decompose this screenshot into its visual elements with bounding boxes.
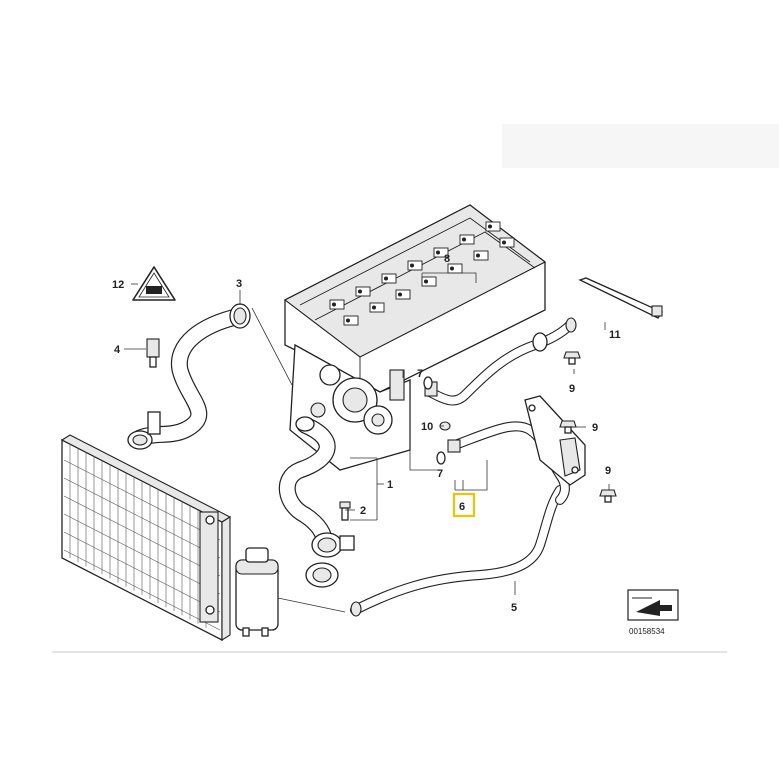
callout-6[interactable]: 6 xyxy=(459,501,465,513)
cam-cap-bolt xyxy=(476,253,480,258)
radiator-core-line xyxy=(63,495,221,577)
callout-5[interactable]: 5 xyxy=(511,602,517,614)
radiator-core-line xyxy=(63,477,221,559)
callout-10[interactable]: 10 xyxy=(421,421,433,433)
o-ring xyxy=(436,451,446,465)
temperature-sensor xyxy=(146,338,160,368)
cam-cap xyxy=(395,289,411,300)
expansion-tank xyxy=(235,547,279,637)
callout-9a[interactable]: 9 xyxy=(569,383,575,395)
cam-cap-bolt xyxy=(436,250,440,255)
cam-cap xyxy=(485,221,501,232)
cam-cap-bolt xyxy=(358,289,362,294)
cam-cap xyxy=(369,302,385,313)
cam-cap-bolt xyxy=(462,237,466,242)
engine-cylinder-head xyxy=(283,204,547,471)
cam-cap-bolt xyxy=(398,292,402,297)
cam-cap xyxy=(407,260,423,271)
coolant-hose-8 xyxy=(424,317,577,406)
highlight-box xyxy=(452,492,476,518)
cam-cap xyxy=(329,299,345,310)
cam-cap-bolt xyxy=(332,302,336,307)
callout-11[interactable]: 11 xyxy=(609,329,621,341)
cam-cap-bolt xyxy=(384,276,388,281)
cam-cap xyxy=(499,237,515,248)
callout-9b[interactable]: 9 xyxy=(592,422,598,434)
callout-3[interactable]: 3 xyxy=(236,278,242,290)
cam-cap-bolt xyxy=(410,263,414,268)
radiator xyxy=(60,434,232,642)
callout-8[interactable]: 8 xyxy=(444,253,450,265)
mounting-bracket xyxy=(524,395,586,486)
cam-cap xyxy=(473,250,489,261)
callout-7b[interactable]: 7 xyxy=(437,468,443,480)
leader-lines xyxy=(124,266,610,613)
view-direction-icon xyxy=(627,589,679,621)
cam-cap-bolt xyxy=(502,240,506,245)
upper-radiator-hose xyxy=(127,303,251,450)
coolant-hose-5 xyxy=(350,485,565,617)
callout-4[interactable]: 4 xyxy=(114,344,121,356)
cam-cap xyxy=(433,247,449,258)
cable-tie xyxy=(578,277,663,319)
callout-12[interactable]: 12 xyxy=(112,279,124,291)
callout-9c[interactable]: 9 xyxy=(605,465,611,477)
callout-1[interactable]: 1 xyxy=(387,479,393,491)
cam-cap xyxy=(381,273,397,284)
radiator-core-line xyxy=(63,513,221,595)
cam-cap-bolt xyxy=(346,318,350,323)
callout-2[interactable]: 2 xyxy=(360,505,366,517)
cam-cap-bolt xyxy=(450,266,454,271)
screw xyxy=(599,489,617,503)
cam-cap xyxy=(355,286,371,297)
lower-radiator-hose xyxy=(278,416,355,588)
radiator-core-line xyxy=(63,459,221,541)
reference-number: 00158534 xyxy=(629,627,665,636)
radiator-core-line xyxy=(63,549,221,631)
cam-cap xyxy=(459,234,475,245)
bolt xyxy=(339,501,351,521)
cam-cap-bolt xyxy=(372,305,376,310)
warning-label xyxy=(132,266,176,301)
screw xyxy=(563,351,581,365)
cam-cap xyxy=(343,315,359,326)
background-panel xyxy=(502,124,779,168)
cam-cap-bolt xyxy=(488,224,492,229)
cam-cap-bolt xyxy=(424,279,428,284)
o-ring xyxy=(423,376,433,390)
callout-7a[interactable]: 7 xyxy=(417,368,423,380)
radiator-core-line xyxy=(63,531,221,613)
